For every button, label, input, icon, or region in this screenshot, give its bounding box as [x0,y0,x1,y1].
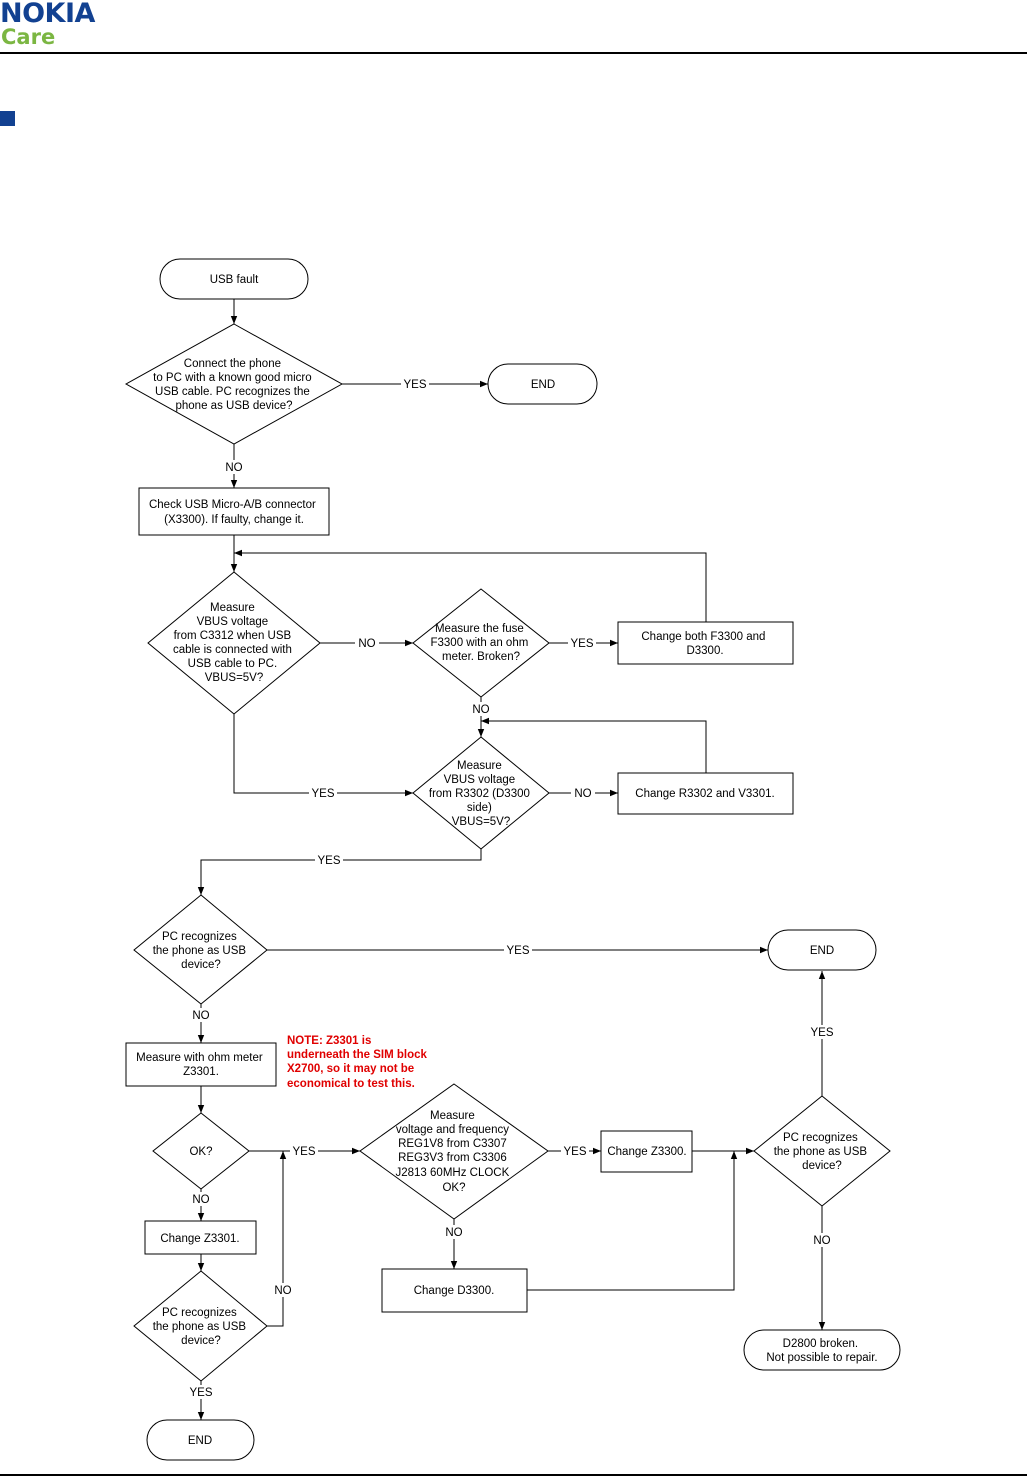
edge-label-yes: YES [311,788,334,800]
terminal-d2800-broken: D2800 broken. Not possible to repair. [743,1329,901,1371]
edge-label-no: NO [358,638,375,650]
decision-pc-recognizes-3: PC recognizes the phone as USB device? [133,1270,268,1382]
action-change-d3300: Change D3300. [381,1268,528,1313]
decision-ok-text: OK? [189,1146,212,1158]
edge-label-yes: YES [563,1146,586,1158]
decision-vbus-r3302-text: Measure VBUS voltage from R3302 (D3300 s… [429,760,533,828]
action-measure-z3301: Measure with ohm meter Z3301. [125,1042,277,1087]
end-label: END [531,379,555,391]
action-measure-z3301-text: Measure with ohm meter Z3301. [136,1052,266,1078]
z3301-note-text: NOTE: Z3301 is underneath the SIM block … [287,1035,430,1090]
edge-label-no: NO [274,1285,291,1297]
action-change-r3302-text: Change R3302 and V3301. [635,788,774,800]
edge-label-yes: YES [810,1027,833,1039]
decision-fuse-f3300-text: Measure the fuse F3300 with an ohm meter… [430,623,531,663]
action-check-connector-text: Check USB Micro-A/B connector (X3300). I… [149,499,319,526]
decision-voltage-frequency: Measure voltage and frequency REG1V8 fro… [359,1083,549,1220]
action-change-z3300: Change Z3300. [600,1130,693,1173]
action-change-r3302-v3301: Change R3302 and V3301. [617,772,794,815]
edge-label-no: NO [445,1227,462,1239]
edge-label-yes: YES [189,1387,212,1399]
decision-vbus-c3312-text: Measure VBUS voltage from C3312 when USB… [173,602,295,684]
section-marker-icon [0,111,15,126]
edge-label-yes: YES [506,945,529,957]
end-terminal-bottom: END [146,1419,255,1461]
edge-label-yes: YES [403,379,426,391]
z3301-note: NOTE: Z3301 is underneath the SIM block … [287,1035,430,1090]
terminal-d2800-text: D2800 broken. Not possible to repair. [766,1338,877,1364]
edge-label-yes: YES [292,1146,315,1158]
edge-label-no: NO [192,1010,209,1022]
action-change-z3301: Change Z3301. [144,1220,257,1255]
start-label: USB fault [210,274,259,286]
edge-label-no: NO [192,1194,209,1206]
decision-voltage-frequency-text: Measure voltage and frequency REG1V8 fro… [396,1110,513,1194]
start-terminal: USB fault [159,258,309,300]
action-change-z3301-text: Change Z3301. [160,1233,239,1245]
edge-label-no: NO [225,462,242,474]
end-terminal-top: END [487,363,598,405]
decision-pc-recognizes-2-text: PC recognizes the phone as USB device? [774,1132,871,1172]
edge-label-no: NO [472,704,489,716]
end-label: END [188,1435,212,1447]
action-change-f3300-text: Change both F3300 and D3300. [641,631,768,657]
edge-label-no: NO [813,1235,830,1247]
nokia-wordmark: NOKIA [0,0,95,29]
decision-pc-recognizes-3-text: PC recognizes the phone as USB device? [153,1307,250,1347]
decision-vbus-r3302: Measure VBUS voltage from R3302 (D3300 s… [412,736,550,850]
edge-label-no: NO [574,788,591,800]
decision-fuse-f3300: Measure the fuse F3300 with an ohm meter… [412,588,550,698]
action-change-z3300-text: Change Z3300. [607,1146,686,1158]
edge-label-yes: YES [317,855,340,867]
action-change-d3300-text: Change D3300. [414,1285,495,1297]
edge-label-yes: YES [570,638,593,650]
action-check-connector: Check USB Micro-A/B connector (X3300). I… [138,487,330,536]
end-terminal-right: END [767,929,877,971]
action-change-f3300-d3300: Change both F3300 and D3300. [617,621,794,665]
end-label: END [810,945,834,957]
decision-vbus-c3312: Measure VBUS voltage from C3312 when USB… [147,571,321,715]
decision-connect-phone: Connect the phone to PC with a known goo… [124,323,344,445]
decision-connect-phone-text: Connect the phone to PC with a known goo… [153,358,315,412]
connectors [197,299,826,1420]
decision-pc-recognizes-1-text: PC recognizes the phone as USB device? [153,931,250,971]
footer-divider [0,1474,1027,1476]
decision-pc-recognizes-1: PC recognizes the phone as USB device? [133,894,268,1005]
care-wordmark: Care [1,25,56,49]
decision-ok: OK? [152,1112,250,1190]
header-divider [0,52,1027,54]
edge-labels: YES NO NO YES NO YES NO YES YES NO YES N… [187,377,836,1399]
decision-pc-recognizes-2: PC recognizes the phone as USB device? [753,1095,891,1207]
